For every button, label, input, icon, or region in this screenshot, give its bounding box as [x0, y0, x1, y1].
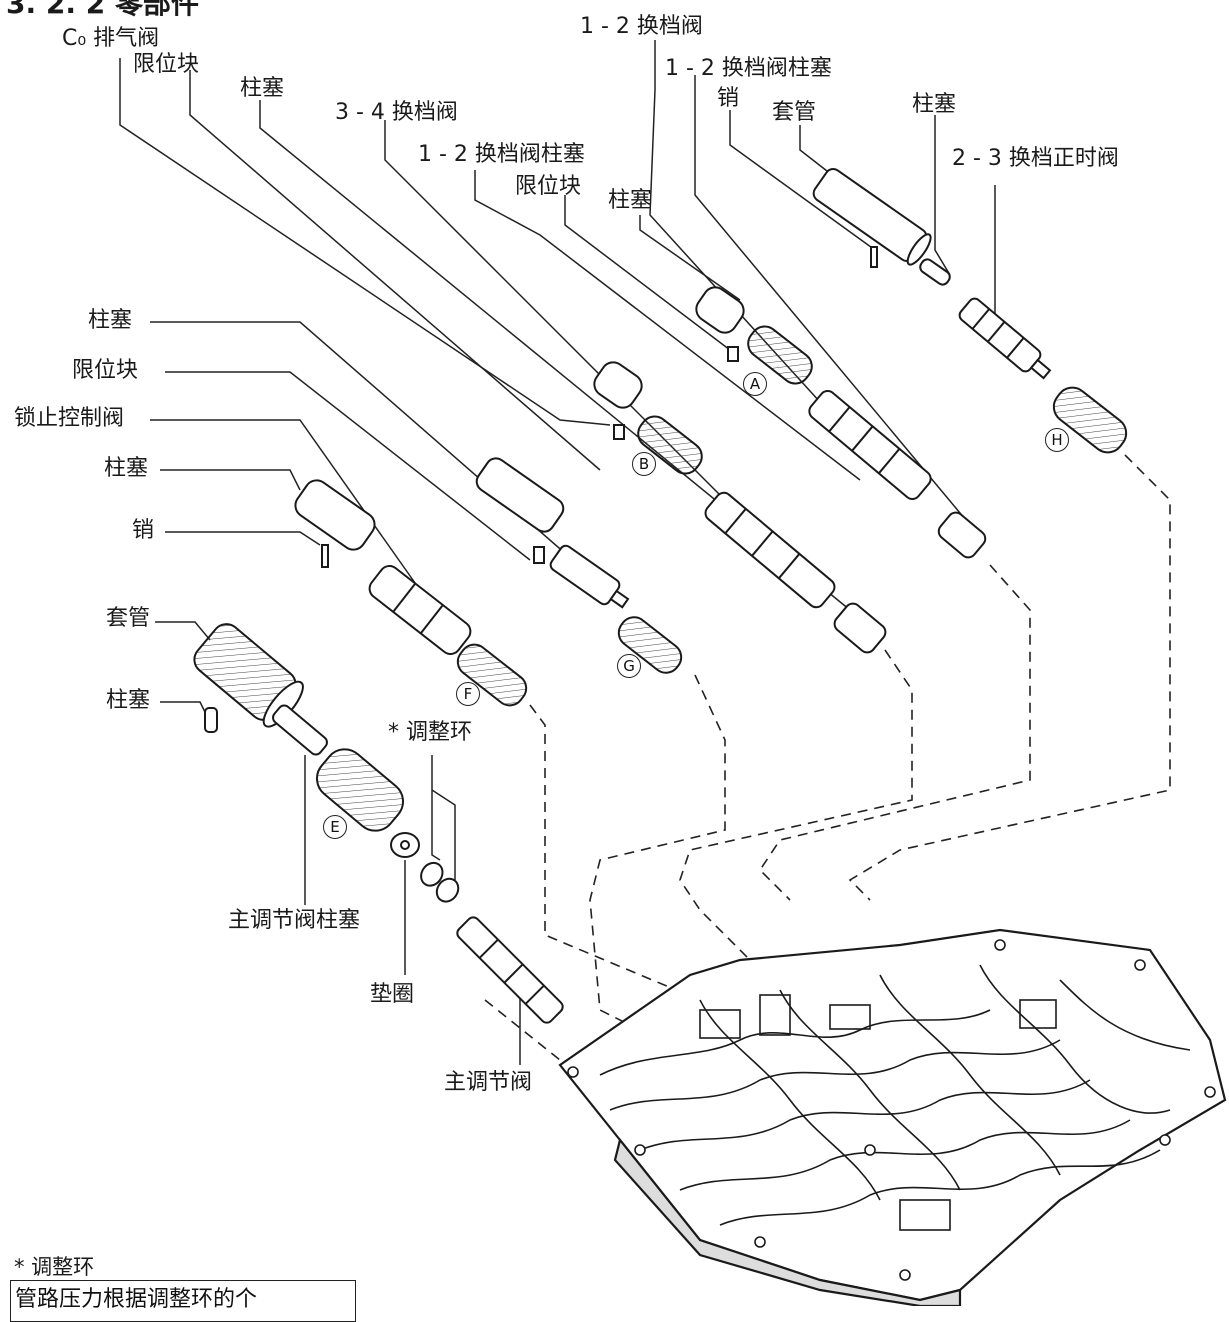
spring-a — [747, 325, 813, 385]
adjusting-rings — [420, 861, 460, 903]
note-box: 管路压力根据调整环的个 — [10, 1280, 356, 1322]
label-pin-a: 销 — [717, 86, 740, 111]
timing-valve-body — [958, 297, 1052, 380]
lockup-valve-body — [368, 564, 472, 656]
label-plunger-f: 柱塞 — [106, 688, 151, 713]
label-stopper-a: 限位块 — [133, 52, 200, 77]
label-stopper-b: 限位块 — [515, 174, 582, 199]
plunger-mid — [593, 361, 643, 409]
spring-marker-e: E — [323, 815, 347, 839]
plunger-lower-mid — [833, 602, 887, 654]
label-plunger-b: 柱塞 — [608, 188, 653, 213]
label-plunger-d: 柱塞 — [88, 308, 133, 333]
spring-b — [637, 415, 703, 475]
plunger-12-body — [937, 511, 987, 559]
pin-b-body — [321, 544, 329, 568]
valve-body-housing — [558, 928, 1227, 1306]
plunger-e-body — [294, 479, 376, 551]
stopper-b-body — [727, 346, 739, 362]
label-main-regulator-plunger: 主调节阀柱塞 — [228, 908, 361, 933]
spring-marker-a: A — [743, 372, 767, 396]
spring-marker-g: G — [617, 654, 641, 678]
pin-upper — [870, 246, 878, 268]
shift-valve-12-body — [808, 390, 932, 500]
stopper-c-body — [533, 546, 545, 564]
label-plunger-e: 柱塞 — [104, 456, 149, 481]
label-plunger-a: 柱塞 — [240, 76, 285, 101]
label-pin-b: 销 — [132, 518, 155, 543]
spring-e — [315, 748, 405, 832]
spring-marker-h: H — [1045, 428, 1069, 452]
label-washer: 垫圈 — [370, 982, 415, 1007]
label-timing-valve-23: 2 - 3 换档正时阀 — [952, 146, 1119, 171]
label-adjusting-ring: * 调整环 — [388, 720, 472, 745]
footnote: * 调整环 — [14, 1255, 95, 1279]
c0-exhaust-valve-body — [549, 544, 630, 609]
label-plunger-c: 柱塞 — [912, 92, 957, 117]
label-sleeve-b: 套管 — [106, 606, 151, 631]
spring-g — [617, 616, 683, 674]
label-shift-valve-34: 3 - 4 换档阀 — [335, 100, 458, 125]
label-c0-exhaust-valve: C₀ 排气阀 — [62, 26, 160, 51]
shift-valve-34-body — [704, 491, 836, 609]
plunger-f-body — [204, 707, 218, 733]
valve-components — [193, 167, 1128, 1024]
label-shift-valve-12-plunger-b: 1 - 2 换档阀柱塞 — [665, 56, 832, 81]
spring-h — [1052, 386, 1128, 454]
label-shift-valve-12: 1 - 2 换档阀 — [580, 14, 703, 39]
label-lockup-control-valve: 锁止控制阀 — [14, 406, 125, 431]
main-regulator-body — [456, 916, 564, 1024]
spring-marker-f: F — [456, 682, 480, 706]
label-shift-valve-12-plunger-a: 1 - 2 换档阀柱塞 — [418, 142, 585, 167]
spring-marker-b: B — [632, 452, 656, 476]
plunger-b-body — [695, 286, 745, 334]
label-sleeve-a: 套管 — [772, 100, 817, 125]
plunger-d-body — [475, 457, 565, 533]
stopper-mid — [613, 424, 625, 440]
label-stopper-c: 限位块 — [72, 358, 139, 383]
spring-f — [456, 643, 528, 707]
page-heading: 3. 2. 2 零部件 — [6, 0, 199, 20]
sleeve-upper — [812, 167, 932, 266]
label-main-regulator-valve: 主调节阀 — [444, 1070, 533, 1095]
plunger-upper-right — [919, 258, 951, 286]
main-regulator-plunger-body — [272, 704, 328, 756]
